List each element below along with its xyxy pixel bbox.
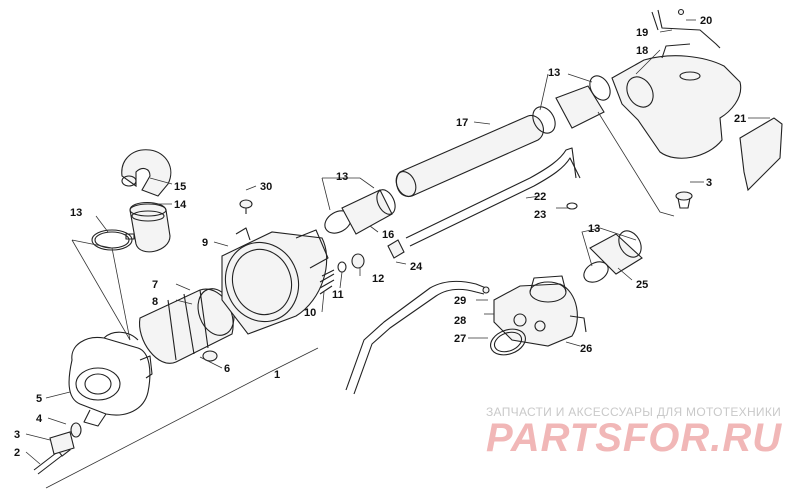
callout-13-right: 13 bbox=[588, 223, 600, 235]
air-box-part-9 bbox=[221, 227, 329, 335]
fitting-part-24 bbox=[387, 239, 405, 259]
boot-part-25 bbox=[583, 230, 643, 283]
clamp-part-13-left bbox=[91, 229, 135, 251]
tube-part-17 bbox=[395, 115, 544, 197]
callout-4: 4 bbox=[36, 413, 43, 425]
spring-part-10 bbox=[319, 269, 335, 295]
callout-29: 29 bbox=[454, 295, 466, 307]
callout-27: 27 bbox=[454, 333, 466, 345]
watermark-tagline: ЗАПЧАСТИ И АКСЕССУАРЫ ДЛЯ МОТОТЕХНИКИ bbox=[486, 405, 782, 419]
callout-5: 5 bbox=[36, 393, 42, 405]
callout-12: 12 bbox=[372, 273, 384, 285]
coupler-part-14 bbox=[129, 201, 171, 253]
grommet-part-11 bbox=[337, 261, 347, 273]
upper-boot bbox=[532, 75, 611, 134]
callout-25: 25 bbox=[636, 279, 648, 291]
callout-13-mid: 13 bbox=[336, 171, 348, 183]
callout-26: 26 bbox=[580, 343, 592, 355]
callout-13-left: 13 bbox=[70, 207, 82, 219]
callout-7: 7 bbox=[152, 279, 158, 291]
callout-19: 19 bbox=[636, 27, 648, 39]
callout-15: 15 bbox=[174, 181, 186, 193]
boot-part-16 bbox=[341, 189, 396, 235]
leader-lines bbox=[25, 19, 770, 489]
hose-part-29 bbox=[345, 280, 487, 395]
intake-housing bbox=[68, 331, 153, 427]
bracket-part-19 bbox=[651, 9, 721, 49]
callout-1: 1 bbox=[274, 369, 280, 381]
callout-11: 11 bbox=[332, 289, 344, 301]
clip-part-23 bbox=[566, 202, 578, 210]
carburetor-part-26 bbox=[493, 275, 587, 347]
spacer-part-6 bbox=[202, 350, 218, 362]
callout-13-top: 13 bbox=[548, 67, 560, 79]
elbow-part-15 bbox=[121, 149, 172, 197]
callout-20: 20 bbox=[700, 15, 712, 27]
callout-3-right: 3 bbox=[706, 177, 712, 189]
hose-part-22 bbox=[405, 147, 581, 247]
callout-30: 30 bbox=[260, 181, 272, 193]
callout-24: 24 bbox=[410, 261, 423, 273]
air-tank-part-18 bbox=[611, 43, 742, 159]
callout-10: 10 bbox=[304, 307, 316, 319]
bushing-part-4 bbox=[70, 422, 82, 438]
callout-6: 6 bbox=[224, 363, 230, 375]
callout-2: 2 bbox=[14, 447, 20, 459]
callout-8: 8 bbox=[152, 296, 158, 308]
watermark-logo: PARTSFOR.RU bbox=[486, 416, 783, 460]
sleeve-part-3 bbox=[49, 431, 75, 455]
cap-part-30 bbox=[239, 199, 253, 214]
callout-21: 21 bbox=[734, 113, 746, 125]
callout-9: 9 bbox=[202, 237, 208, 249]
callout-18: 18 bbox=[636, 45, 648, 57]
callout-28: 28 bbox=[454, 315, 466, 327]
clamp-part-27 bbox=[490, 328, 526, 356]
screw-part-20 bbox=[677, 8, 685, 16]
callout-22: 22 bbox=[534, 191, 546, 203]
callout-14: 14 bbox=[174, 199, 187, 211]
shield-part-21 bbox=[739, 117, 783, 192]
fitting-part-28 bbox=[482, 286, 490, 294]
callout-17: 17 bbox=[456, 117, 468, 129]
callout-labels: 1 2 3 3 4 5 6 7 8 9 10 11 12 13 13 13 13… bbox=[14, 15, 746, 459]
callout-23: 23 bbox=[534, 209, 546, 221]
callout-16: 16 bbox=[382, 229, 394, 241]
grommet-part-12 bbox=[351, 253, 365, 269]
callout-3-left: 3 bbox=[14, 429, 20, 441]
drain-part-3-right bbox=[675, 191, 693, 209]
